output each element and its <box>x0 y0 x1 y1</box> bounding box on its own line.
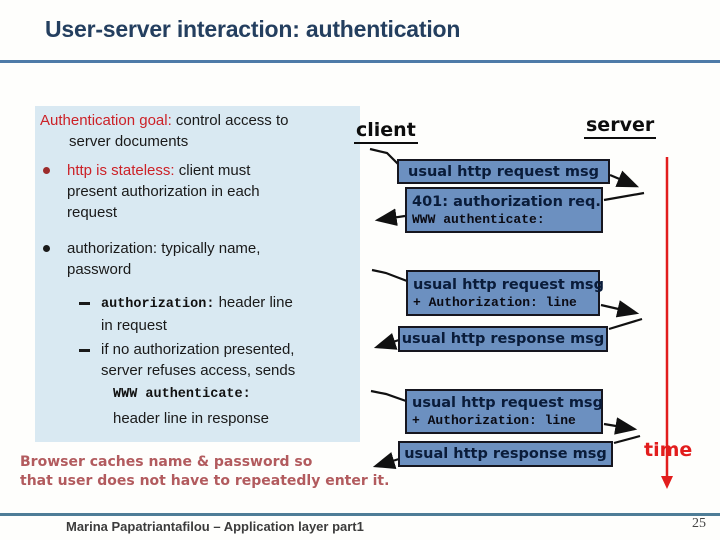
footer-author: Marina Papatriantafilou – Application la… <box>66 519 364 534</box>
note-line2: that user does not have to repeatedly en… <box>20 473 390 489</box>
goal-paragraph: Authentication goal: control access to s… <box>35 110 360 152</box>
arrow-response1-to-client <box>374 208 406 226</box>
msgbox-401-authorization: 401: authorization req. WWW authenticate… <box>405 187 603 233</box>
arrow-request1-to-server <box>609 170 640 188</box>
msgbox-request-with-authorization-2: usual http request msg + Authorization: … <box>405 389 603 434</box>
sub2-www-authenticate: WWW authenticate: <box>113 387 251 402</box>
sub2-line4: header line in response <box>113 410 269 427</box>
arrow-response2-from-server <box>608 317 643 331</box>
goal-emphasis: Authentication goal: <box>40 112 172 129</box>
goal-rest: control access to <box>171 112 289 129</box>
arrow-response3-from-server <box>613 434 641 445</box>
msgbox-usual-response-2: usual http response msg <box>398 441 613 467</box>
dash-icon <box>79 349 90 352</box>
msgbox-text: usual http request msg <box>408 163 599 180</box>
bullet2-line1: authorization: typically name, <box>67 240 261 257</box>
goal-line2: server documents <box>69 133 189 150</box>
sub2-line1: if no authorization presented, <box>101 341 295 358</box>
bullet-http-stateless: http is stateless: client must present a… <box>35 160 360 223</box>
sub1-line2: in request <box>101 317 167 334</box>
arrow-request1-from-client <box>369 147 399 165</box>
msgbox-usual-request-1: usual http request msg <box>397 159 610 184</box>
bullet1-line2: present authorization in each <box>67 183 260 200</box>
dash-icon <box>79 302 90 305</box>
arrow-request2-to-server <box>600 300 640 318</box>
msgbox-text: usual http request msg <box>412 395 603 411</box>
title-divider <box>0 60 720 63</box>
note-line1: Browser caches name & password so <box>20 454 313 470</box>
msgbox-mono-text: WWW authenticate: <box>412 211 545 227</box>
arrow-request3-from-client <box>370 389 407 403</box>
arrow-request2-from-client <box>371 268 408 283</box>
arrow-request3-to-server <box>603 417 638 435</box>
bullet-icon <box>43 167 50 174</box>
sub1-mono: authorization: <box>101 297 215 312</box>
msgbox-text: 401: authorization req. <box>412 193 601 210</box>
footer-divider <box>0 513 720 516</box>
msgbox-text: usual http request msg <box>413 276 604 293</box>
arrow-response1-from-server <box>603 191 645 202</box>
msgbox-text: usual http response msg <box>401 331 605 347</box>
msgbox-mono-text: + Authorization: line <box>413 294 577 310</box>
msgbox-usual-response-1: usual http response msg <box>398 326 608 352</box>
subbullet-authorization-header: authorization: header line in request <box>35 292 360 336</box>
arrow-response3-to-client <box>372 452 400 469</box>
sub2-line2: server refuses access, sends <box>101 362 296 379</box>
msgbox-text: usual http response msg <box>404 446 607 462</box>
bullet1-line3: request <box>67 204 118 221</box>
server-label: server <box>584 114 657 139</box>
client-label: client <box>354 119 418 144</box>
bullet-authorization: authorization: typically name, password <box>35 238 360 280</box>
bullet1-emphasis: http is stateless: <box>67 162 175 179</box>
slide-title: User-server interaction: authentication <box>45 16 461 42</box>
bullet2-line2: password <box>67 261 132 278</box>
arrow-response2-to-client <box>373 332 400 350</box>
content-panel: Authentication goal: control access to s… <box>35 106 360 442</box>
page-number: 25 <box>692 516 706 531</box>
time-label: time <box>644 439 693 461</box>
browser-cache-note: Browser caches name & password so that u… <box>20 453 389 491</box>
time-axis-arrowhead <box>661 476 673 489</box>
subbullet-no-authorization: if no authorization presented, server re… <box>35 339 360 429</box>
msgbox-mono-text: + Authorization: line <box>412 413 576 428</box>
bullet-icon <box>43 245 50 252</box>
bullet1-rest: client must <box>174 162 251 179</box>
sub1-rest: header line <box>214 294 293 311</box>
msgbox-request-with-authorization-1: usual http request msg + Authorization: … <box>406 270 604 316</box>
